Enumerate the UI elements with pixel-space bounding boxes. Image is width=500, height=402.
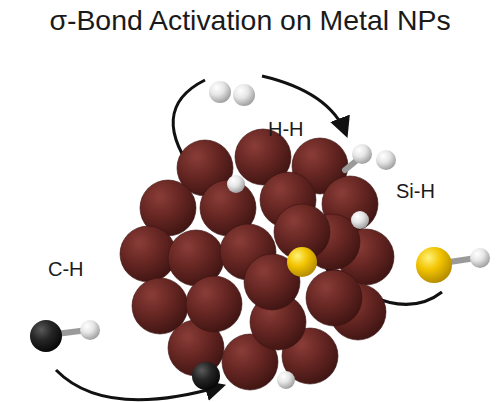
molecule-label: C-H: [48, 258, 84, 281]
hydrogen-atom: [351, 211, 369, 229]
hydrogen-atom: [227, 175, 245, 193]
hydrogen-atom: [470, 248, 490, 268]
hydrogen-atom: [277, 371, 295, 389]
hydrogen-atom: [376, 150, 396, 170]
carbon-atom: [30, 320, 62, 352]
carbon-atom: [192, 362, 220, 390]
hydrogen-atom: [233, 84, 255, 106]
hydrogen-atom: [80, 320, 100, 340]
hydrogen-atom: [352, 144, 372, 164]
silicon-atom: [416, 247, 452, 283]
metal-atom: [120, 226, 176, 282]
molecule-label: Si-H: [396, 180, 435, 203]
silicon-atom: [287, 247, 317, 277]
molecule-label: H-H: [268, 118, 304, 141]
metal-atom: [306, 270, 362, 326]
hydrogen-atom: [209, 81, 231, 103]
metal-atom: [186, 276, 242, 332]
title: σ-Bond Activation on Metal NPs: [0, 4, 500, 37]
